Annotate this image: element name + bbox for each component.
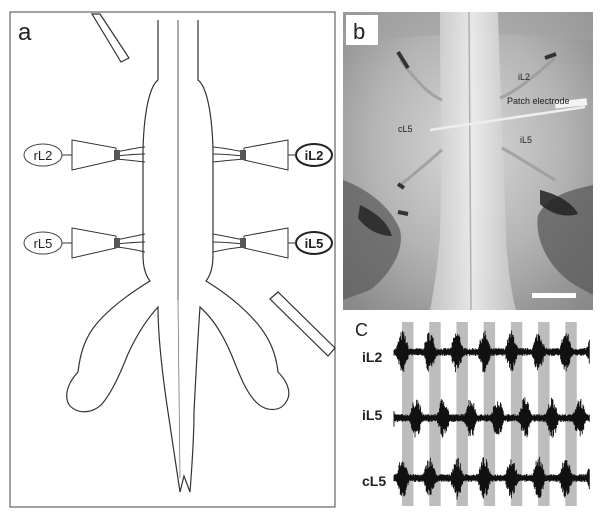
panel-b-label: b <box>353 19 365 44</box>
trace-area <box>393 322 590 506</box>
oval-rl2 <box>23 143 63 167</box>
photo-spinal-cord <box>430 12 516 310</box>
oval-rl5 <box>23 231 63 255</box>
panel-b: iL2 Patch electrode cL5 iL5 b <box>343 11 593 311</box>
phase-band <box>402 322 414 506</box>
photo-label-il2: iL2 <box>518 72 530 82</box>
panel-a: a <box>9 11 336 508</box>
label-rl2: rL2 <box>34 148 53 163</box>
panel-a-label: a <box>18 19 32 46</box>
phase-band <box>565 322 577 506</box>
scale-bar <box>532 293 576 298</box>
phase-band <box>483 322 496 506</box>
suction-electrode-right-top <box>212 139 289 171</box>
trace-il2 <box>393 330 590 373</box>
panel-b-label-box <box>346 15 378 45</box>
trace-label-il2: iL2 <box>362 349 382 365</box>
trace-il5 <box>393 397 590 438</box>
phase-band <box>456 322 468 506</box>
trace-cl5 <box>393 456 590 500</box>
oval-il5 <box>295 231 333 255</box>
panel-c-label: C <box>355 320 368 340</box>
top-pipette <box>90 13 130 63</box>
suction-electrode-right-bottom <box>212 227 289 259</box>
phase-band <box>538 322 550 506</box>
oval-il2 <box>295 143 333 167</box>
trace-label-il5: iL5 <box>362 407 382 423</box>
label-il2: iL2 <box>305 148 324 163</box>
label-rl5: rL5 <box>34 236 53 251</box>
trace-label-cl5: cL5 <box>362 473 386 489</box>
panel-c: C iL2 iL5 cL5 <box>355 320 590 506</box>
photo-label-il5: iL5 <box>520 135 532 145</box>
suction-electrode-left-top <box>71 139 146 171</box>
right-pipette <box>269 291 336 357</box>
label-il5: iL5 <box>305 236 324 251</box>
cord-midline-lower <box>177 299 181 479</box>
suction-electrode-left-bottom <box>71 227 146 259</box>
photo-label-cl5: cL5 <box>398 124 413 134</box>
photo-label-patch-electrode: Patch electrode <box>507 96 570 106</box>
phase-band <box>510 322 523 506</box>
